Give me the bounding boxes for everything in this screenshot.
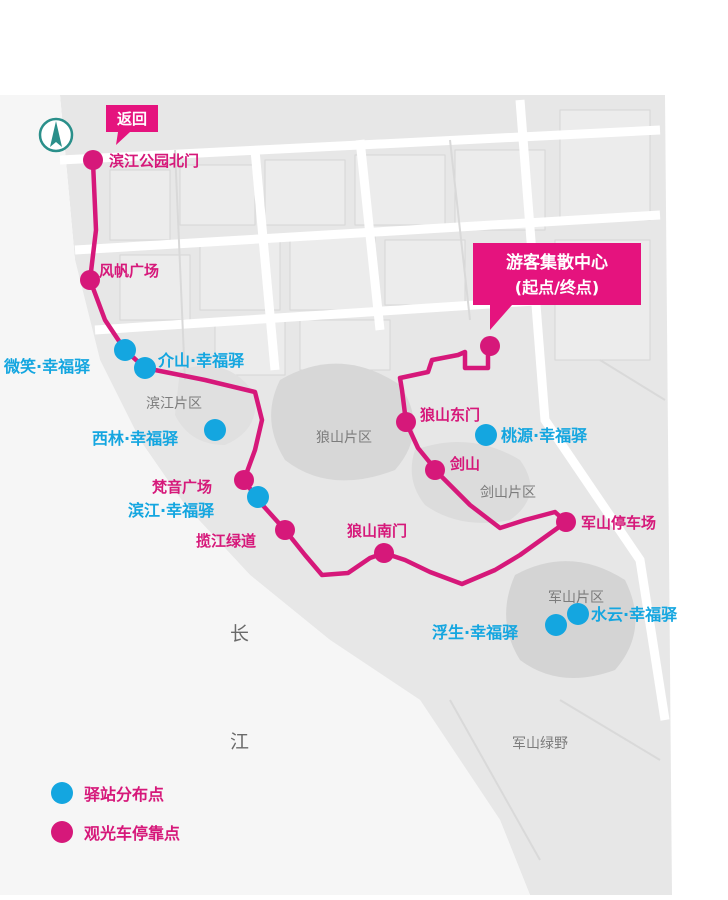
- north-arrow-icon: [38, 117, 74, 153]
- stop-marker[interactable]: [83, 150, 103, 170]
- legend: 驿站分布点 观光车停靠点: [51, 782, 180, 843]
- station-label: 水云·幸福驿: [591, 605, 678, 624]
- stops: 滨江公园北门 风帆广场 梵音广场 揽江绿道 狼山南门 军山停车场 剑山 狼山东门: [80, 150, 656, 563]
- station-label: 西林·幸福驿: [92, 429, 179, 448]
- stop-marker[interactable]: [556, 512, 576, 532]
- river-label-1: 长: [230, 623, 249, 645]
- area-langshan: 狼山片区: [316, 430, 372, 446]
- stop-label: 风帆广场: [99, 262, 159, 280]
- tour-route: [87, 159, 569, 587]
- station-marker[interactable]: [545, 614, 567, 636]
- stop-marker[interactable]: [80, 270, 100, 290]
- stop-marker[interactable]: [396, 412, 416, 432]
- stop-label: 梵音广场: [152, 478, 212, 496]
- station-label: 介山·幸福驿: [157, 351, 245, 370]
- svg-text:游客集散中心: 游客集散中心: [506, 252, 608, 273]
- stop-label: 滨江公园北门: [109, 152, 199, 170]
- station-marker[interactable]: [475, 424, 497, 446]
- stop-label: 揽江绿道: [196, 532, 256, 550]
- stations: 微笑·幸福驿 介山·幸福驿 西林·幸福驿 滨江·幸福驿 桃源·幸福驿 浮生·幸福…: [3, 339, 678, 642]
- river-area: [0, 95, 530, 895]
- station-label: 微笑·幸福驿: [3, 357, 91, 376]
- station-marker[interactable]: [134, 357, 156, 379]
- stop-label: 军山停车场: [581, 514, 656, 532]
- station-marker[interactable]: [247, 486, 269, 508]
- stop-marker[interactable]: [374, 543, 394, 563]
- stop-label: 狼山南门: [347, 522, 407, 540]
- stop-label: 狼山东门: [420, 406, 480, 424]
- stop-marker[interactable]: [275, 520, 295, 540]
- station-label: 桃源·幸福驿: [501, 426, 588, 445]
- return-callout: 返回: [106, 105, 158, 145]
- legend-station-label: 驿站分布点: [84, 785, 164, 804]
- svg-text:返回: 返回: [117, 110, 147, 128]
- station-marker[interactable]: [204, 419, 226, 441]
- station-marker[interactable]: [114, 339, 136, 361]
- area-junshan-lvye: 军山绿野: [512, 736, 568, 752]
- stop-marker[interactable]: [234, 470, 254, 490]
- legend-stop-swatch: [51, 821, 73, 843]
- stop-marker[interactable]: [425, 460, 445, 480]
- legend-stop-label: 观光车停靠点: [84, 824, 180, 843]
- area-binjiang: 滨江片区: [146, 396, 202, 412]
- station-label: 滨江·幸福驿: [128, 501, 215, 520]
- stop-label: 剑山: [449, 455, 480, 473]
- legend-station-swatch: [51, 782, 73, 804]
- stop-marker[interactable]: [480, 336, 500, 356]
- area-junshan: 军山片区: [548, 590, 604, 606]
- station-marker[interactable]: [567, 603, 589, 625]
- station-label: 浮生·幸福驿: [432, 623, 519, 642]
- area-jianshan: 剑山片区: [480, 485, 536, 501]
- svg-text:(起点/终点): (起点/终点): [515, 278, 599, 297]
- river-label-2: 江: [230, 731, 249, 753]
- tourist-center-callout: 游客集散中心 (起点/终点): [473, 243, 641, 330]
- city-blocks: [109, 109, 651, 376]
